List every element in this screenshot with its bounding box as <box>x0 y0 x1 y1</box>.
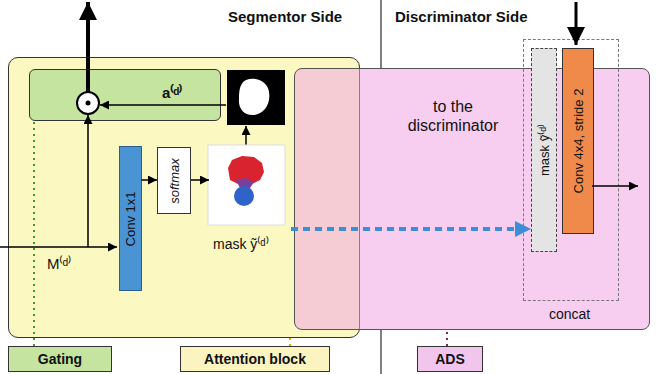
product-dot <box>86 101 91 106</box>
connector <box>446 330 448 346</box>
mask-image-node: mask ỹ⁽ᵈ⁾ <box>209 146 291 257</box>
connector <box>33 121 35 346</box>
binary-mask <box>227 70 285 125</box>
product-operator <box>77 92 99 114</box>
conv-box: Conv 4x4, stride 2 <box>562 48 594 234</box>
flow-note: to the discriminator <box>393 97 513 135</box>
mask-input-box: mask ỹ⁽ᵈ⁾ <box>531 48 557 252</box>
legend-tag: ADS <box>417 346 483 372</box>
discriminator-region: to the discriminator concat mask ỹ⁽ᵈ⁾ Conv … <box>294 68 650 330</box>
legend-text: Attention block <box>204 351 306 367</box>
legend-tag: Attention block <box>180 346 330 372</box>
mask-purple-region <box>236 178 254 188</box>
connector <box>291 227 531 231</box>
mask-blob <box>239 79 269 115</box>
side-heading: Discriminator Side <box>395 8 528 25</box>
concat-box: concatmask ỹ⁽ᵈ⁾Conv 4x4, stride 2 <box>523 39 619 301</box>
layer-label: mask ỹ⁽ᵈ⁾ <box>535 124 553 176</box>
mask-caption: mask ỹ⁽ᵈ⁾ <box>213 234 269 253</box>
gating-box: a⁽ᵈ⁾ <box>29 69 221 121</box>
mask-blue-region <box>234 186 254 206</box>
side-divider <box>380 0 382 68</box>
layer-label: Conv 1x1 <box>123 191 138 246</box>
feature-input-arrow <box>575 2 578 45</box>
skip-arrow <box>87 115 89 247</box>
attention-arrow <box>100 104 226 106</box>
symbol-label: a⁽ᵈ⁾ <box>162 82 182 102</box>
soft-mask <box>208 145 285 225</box>
legend-tag: Gating <box>8 346 112 372</box>
connectors <box>34 121 531 346</box>
layer-label: Conv 4x4, stride 2 <box>571 89 586 194</box>
mask-arrow <box>245 126 247 145</box>
concat-label: concat <box>549 306 590 322</box>
connector <box>289 338 291 346</box>
side-divider <box>380 330 382 374</box>
connector <box>191 179 209 181</box>
symbol-label: M⁽ᵈ⁾ <box>47 253 71 273</box>
feature-output-arrow <box>592 185 638 187</box>
legend-text: Gating <box>38 351 82 367</box>
legend-text: ADS <box>435 351 465 367</box>
mask-red-region <box>228 156 264 184</box>
layer-label: softmax <box>167 158 182 204</box>
conv-box: Conv 1x1 <box>119 146 142 291</box>
side-heading: Segmentor Side <box>228 8 342 25</box>
connector <box>142 179 158 181</box>
output-arrow <box>86 2 90 92</box>
input-arrow <box>0 246 117 248</box>
softmax-box: softmax <box>157 147 191 214</box>
